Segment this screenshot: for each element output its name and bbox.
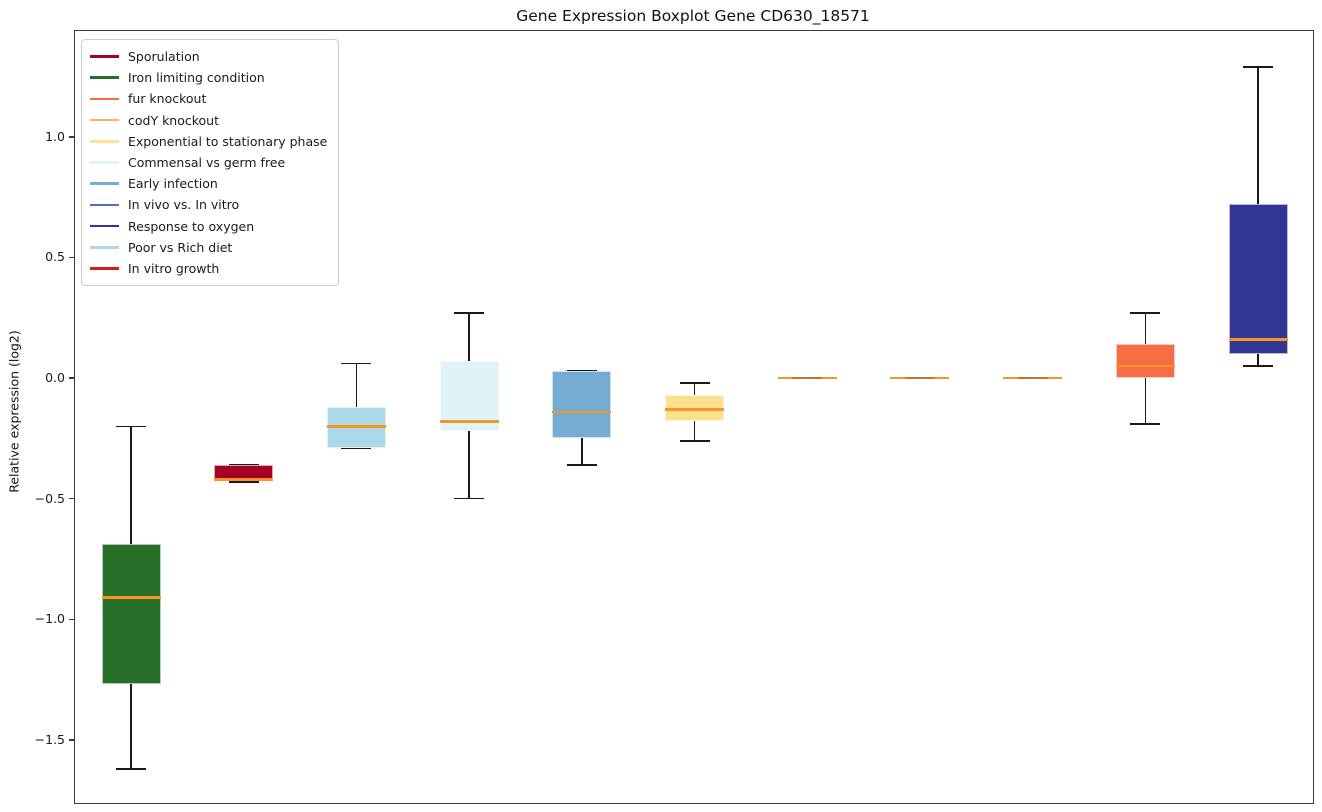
- y-tick-mark: [68, 497, 74, 500]
- legend-swatch: [90, 245, 119, 249]
- legend-label: codY knockout: [128, 112, 220, 128]
- chart-title: Gene Expression Boxplot Gene CD630_18571: [516, 7, 870, 25]
- y-tick-label: 1.0: [45, 128, 65, 144]
- legend-item: Poor vs Rich diet: [90, 237, 327, 258]
- legend-item: Sporulation: [90, 46, 327, 67]
- legend-swatch: [90, 267, 119, 270]
- boxplot-whisker-cap: [116, 768, 146, 770]
- legend-swatch: [90, 224, 119, 228]
- legend-label: fur knockout: [128, 91, 207, 107]
- boxplot-flat-cap-overlap: [792, 376, 823, 380]
- y-tick-mark: [68, 256, 74, 259]
- boxplot-median-line: [439, 420, 499, 423]
- boxplot-median-line: [1228, 338, 1288, 341]
- legend-swatch: [90, 140, 119, 143]
- boxplot-whisker-cap: [566, 464, 597, 466]
- legend-label: Early infection: [128, 176, 218, 192]
- boxplot-flat-cap-overlap: [1017, 376, 1048, 380]
- legend-swatch: [90, 203, 119, 207]
- legend-label: Sporulation: [128, 49, 200, 65]
- y-tick-mark: [68, 618, 74, 620]
- legend-label: In vitro growth: [128, 260, 220, 276]
- boxplot-box: [552, 370, 612, 439]
- y-tick-mark: [68, 136, 74, 138]
- boxplot-flat-cap-overlap: [904, 376, 935, 380]
- y-tick-label: −0.5: [34, 490, 65, 506]
- legend-label: Commensal vs germ free: [128, 155, 286, 171]
- boxplot-box: [101, 544, 161, 685]
- boxplot-box: [439, 361, 499, 432]
- legend-label: Poor vs Rich diet: [128, 239, 233, 255]
- boxplot-median-line: [552, 410, 612, 414]
- y-tick-label: 0.5: [45, 249, 65, 265]
- boxplot-whisker-cap: [679, 382, 710, 384]
- legend-label: Iron limiting condition: [128, 70, 265, 86]
- boxplot-median-line: [214, 478, 274, 481]
- boxplot-whisker-cap: [454, 312, 485, 314]
- boxplot-whisker-cap: [1130, 312, 1161, 314]
- legend-swatch: [90, 161, 119, 164]
- y-tick-label: 0.0: [45, 370, 65, 386]
- legend-label: Response to oxygen: [128, 218, 255, 234]
- legend-item: Early infection: [90, 173, 327, 194]
- legend-item: In vivo vs. In vitro: [90, 194, 327, 215]
- legend-item: Commensal vs germ free: [90, 152, 327, 173]
- legend-label: In vivo vs. In vitro: [128, 197, 240, 213]
- legend-item: Response to oxygen: [90, 216, 327, 237]
- boxplot-whisker-cap: [1130, 423, 1161, 425]
- legend-item: Exponential to stationary phase: [90, 131, 327, 152]
- boxplot-median-line: [665, 408, 724, 411]
- y-tick-mark: [68, 377, 74, 379]
- boxplot-whisker-cap: [341, 362, 372, 365]
- boxplot-median-line: [326, 424, 386, 428]
- legend-item: codY knockout: [90, 110, 327, 131]
- legend-swatch: [90, 76, 119, 80]
- y-tick-mark: [68, 739, 74, 741]
- boxplot-box: [1115, 344, 1175, 379]
- boxplot-whisker-cap: [116, 425, 146, 428]
- y-tick-label: −1.0: [34, 611, 65, 627]
- legend-swatch: [90, 118, 119, 122]
- legend-label: Exponential to stationary phase: [128, 133, 328, 149]
- boxplot-whisker-cap: [454, 497, 485, 500]
- boxplot-whisker-cap: [1243, 365, 1273, 367]
- boxplot-median-line: [1115, 364, 1175, 368]
- legend-swatch: [90, 55, 119, 58]
- legend-swatch: [90, 182, 119, 186]
- boxplot-whisker-cap: [341, 447, 372, 449]
- boxplot-median-line: [101, 596, 161, 599]
- legend-item: Iron limiting condition: [90, 67, 327, 88]
- legend-item: In vitro growth: [90, 258, 327, 279]
- legend-item: fur knockout: [90, 88, 327, 109]
- boxplot-whisker-cap: [1243, 66, 1273, 68]
- boxplot-whisker-cap: [228, 481, 259, 483]
- boxplot-box: [1228, 204, 1288, 354]
- y-axis-label: Relative expression (log2): [6, 330, 22, 493]
- legend-swatch: [90, 97, 119, 101]
- boxplot-whisker: [355, 363, 358, 448]
- y-tick-label: −1.5: [34, 731, 65, 747]
- boxplot-whisker-cap: [679, 440, 710, 442]
